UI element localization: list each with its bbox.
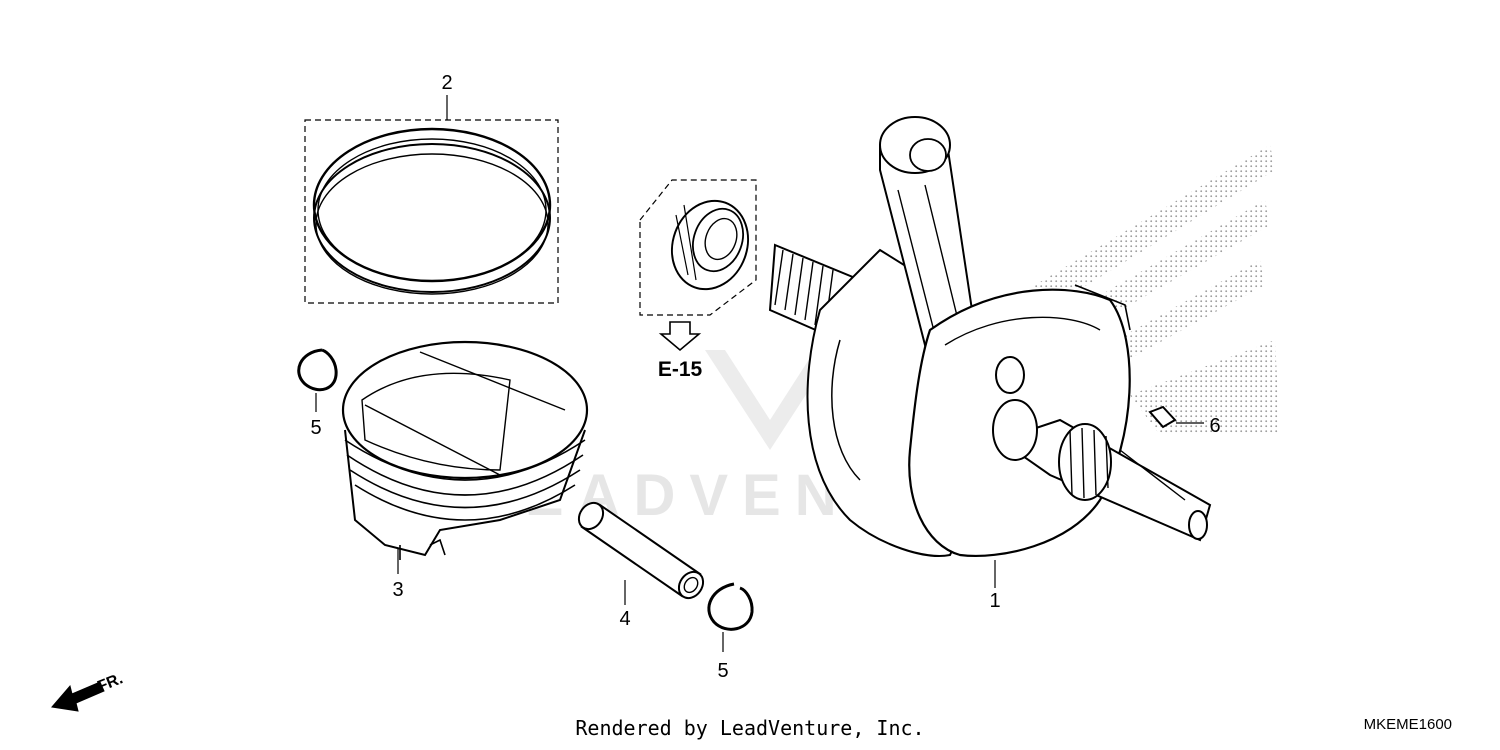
callout-6: 6: [1209, 415, 1220, 437]
callout-5-right: 5: [717, 660, 728, 682]
front-direction-arrow-icon: [51, 681, 105, 712]
reference-label[interactable]: E-15: [658, 358, 703, 381]
crank-bearing[interactable]: [639, 179, 760, 316]
callout-2: 2: [441, 72, 452, 94]
piston-pin-clip-left[interactable]: [297, 348, 338, 392]
piston-ring-set[interactable]: [304, 119, 559, 304]
diagram-code: MKEME1600: [1363, 716, 1452, 733]
piston-pin-clip-right[interactable]: [707, 582, 754, 631]
rendered-by-credit: Rendered by LeadVenture, Inc.: [575, 716, 925, 740]
callout-1: 1: [989, 590, 1000, 612]
callout-3: 3: [392, 579, 403, 601]
front-direction-label: FR.: [95, 670, 125, 695]
woodruff-key[interactable]: [1148, 405, 1177, 429]
callout-5-left: 5: [310, 417, 321, 439]
reference-arrow[interactable]: [658, 321, 702, 352]
callout-4: 4: [619, 608, 630, 630]
piston[interactable]: [341, 340, 589, 560]
piston-pin[interactable]: [574, 498, 708, 603]
crankshaft[interactable]: [768, 116, 1212, 557]
